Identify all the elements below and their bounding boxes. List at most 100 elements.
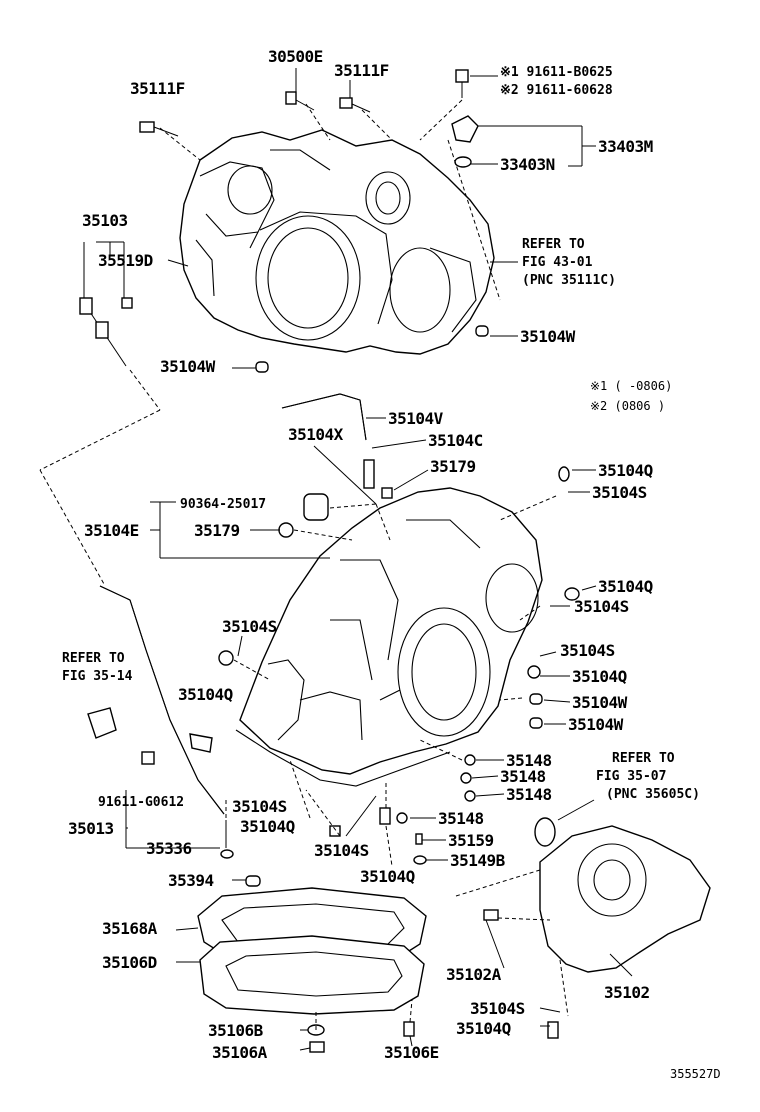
- label-35104S-mid: 35104S: [222, 617, 277, 636]
- sensor-33403M: [451, 115, 479, 143]
- pin-35104W-c: [529, 693, 543, 705]
- bracket: [87, 707, 117, 739]
- bolt-35104Q-g: [547, 1021, 559, 1039]
- label-note-1: ※1 ( -0806): [590, 379, 672, 393]
- pin-35104W-d: [529, 717, 543, 729]
- label-35336: 35336: [146, 839, 192, 858]
- bolt-35104Q-d: [527, 665, 541, 679]
- bolt-35102A: [483, 909, 499, 921]
- label-35104E: 35104E: [84, 521, 139, 540]
- label-35104W-left: 35104W: [160, 357, 216, 376]
- bolt-35104Q-b: [564, 587, 580, 601]
- plug-35104Q-a: [558, 466, 570, 482]
- label-35394: 35394: [168, 871, 214, 890]
- label-35104Q-bottom: 35104Q: [456, 1019, 511, 1038]
- plug-35179-a: [381, 487, 393, 499]
- label-35104W-top: 35104W: [520, 327, 576, 346]
- label-33403M: 33403M: [598, 137, 653, 156]
- dipstick-35103: [79, 297, 127, 367]
- label-refer-3a: REFER TO: [612, 751, 675, 766]
- oring-35336: [220, 849, 234, 859]
- label-refer-1c: (PNC 35111C): [522, 273, 616, 288]
- label-refer-3b: FIG 35-07: [596, 769, 666, 784]
- label-35159: 35159: [448, 831, 494, 850]
- label-35104W-right-1: 35104W: [572, 693, 628, 712]
- transaxle-housing: [179, 129, 495, 355]
- oring-35149B: [413, 855, 427, 865]
- extension-housing: [534, 817, 711, 973]
- washer-35148-b: [460, 772, 472, 784]
- pin-35104W-b: [475, 325, 489, 337]
- washer-35148-d: [396, 812, 408, 824]
- label-refer-2a: REFER TO: [62, 651, 125, 666]
- filter-90364: [303, 493, 329, 521]
- bolt-30500E: [285, 91, 315, 111]
- label-30500E: 30500E: [268, 47, 323, 66]
- label-35148-3: 35148: [506, 785, 552, 804]
- label-35104Q-low: 35104Q: [240, 817, 295, 836]
- label-35168A: 35168A: [102, 919, 158, 938]
- bolt-35111F-left: [139, 121, 179, 137]
- label-35148-2: 35148: [500, 767, 546, 786]
- part-labels: 30500E 35111F 35111F ※1 91611-B0625 ※2 9…: [62, 47, 721, 1081]
- oil-pan: [197, 887, 427, 1015]
- label-35104S-right-2: 35104S: [560, 641, 615, 660]
- leader-lines: [39, 68, 633, 1051]
- label-35104W-right-2: 35104W: [568, 715, 624, 734]
- label-35104Q-left: 35104Q: [178, 685, 233, 704]
- label-35102A: 35102A: [446, 965, 502, 984]
- label-35148-4: 35148: [438, 809, 484, 828]
- label-35103: 35103: [82, 211, 128, 230]
- label-35104S-low: 35104S: [232, 797, 287, 816]
- label-35104S-low-2: 35104S: [314, 841, 369, 860]
- label-35104S-top: 35104S: [592, 483, 647, 502]
- label-35104Q-right: 35104Q: [598, 577, 653, 596]
- label-note-2: ※2 (0806 ): [590, 399, 665, 413]
- label-35179-top: 35179: [430, 457, 476, 476]
- label-35148-1: 35148: [506, 751, 552, 770]
- washer-35148-c: [464, 790, 476, 802]
- label-refer-2b: FIG 35-14: [62, 669, 133, 684]
- label-35104X: 35104X: [288, 425, 344, 444]
- label-90364: 90364-25017: [180, 497, 266, 512]
- label-35106B: 35106B: [208, 1021, 264, 1040]
- label-35519D: 35519D: [98, 251, 153, 270]
- bolt-35104Q-e: [329, 825, 341, 837]
- transaxle-case: [235, 487, 543, 787]
- label-35013: 35013: [68, 819, 114, 838]
- label-35111F-left: 35111F: [130, 79, 185, 98]
- bolt-35104Q-f: [379, 807, 391, 825]
- label-35104Q-low-2: 35104Q: [360, 867, 415, 886]
- label-35106A: 35106A: [212, 1043, 268, 1062]
- plug-35106E: [403, 1021, 415, 1037]
- label-refer-3c: (PNC 35605C): [606, 787, 700, 802]
- fasteners: [79, 69, 580, 1053]
- label-marker-2: ※2 91611-60628: [500, 83, 613, 98]
- label-35104C: 35104C: [428, 431, 483, 450]
- label-refer-1b: FIG 43-01: [522, 255, 593, 270]
- label-35104Q-top: 35104Q: [598, 461, 653, 480]
- bolt-91611G: [141, 751, 155, 765]
- label-35104Q-right-2: 35104Q: [572, 667, 627, 686]
- label-refer-1a: REFER TO: [522, 237, 585, 252]
- label-35106D: 35106D: [102, 953, 157, 972]
- plug-35394: [245, 875, 261, 887]
- label-marker-1: ※1 91611-B0625: [500, 65, 613, 80]
- washer-35148-a: [464, 754, 476, 766]
- oring-33403N: [454, 156, 472, 168]
- bolt-35104Q-c: [218, 650, 234, 666]
- label-35111F-right: 35111F: [334, 61, 389, 80]
- label-35104S-bottom: 35104S: [470, 999, 525, 1018]
- clip-35519D: [121, 297, 133, 309]
- bolt-91611: [455, 69, 469, 98]
- fitting-35104C: [363, 459, 375, 489]
- label-33403N: 33403N: [500, 155, 555, 174]
- label-35106E: 35106E: [384, 1043, 439, 1062]
- plug-35106A: [309, 1041, 325, 1053]
- label-35179-left: 35179: [194, 521, 240, 540]
- label-35104S-right: 35104S: [574, 597, 629, 616]
- label-35102: 35102: [604, 983, 650, 1002]
- plug-35179-b: [278, 522, 294, 538]
- plug-35159: [415, 833, 423, 845]
